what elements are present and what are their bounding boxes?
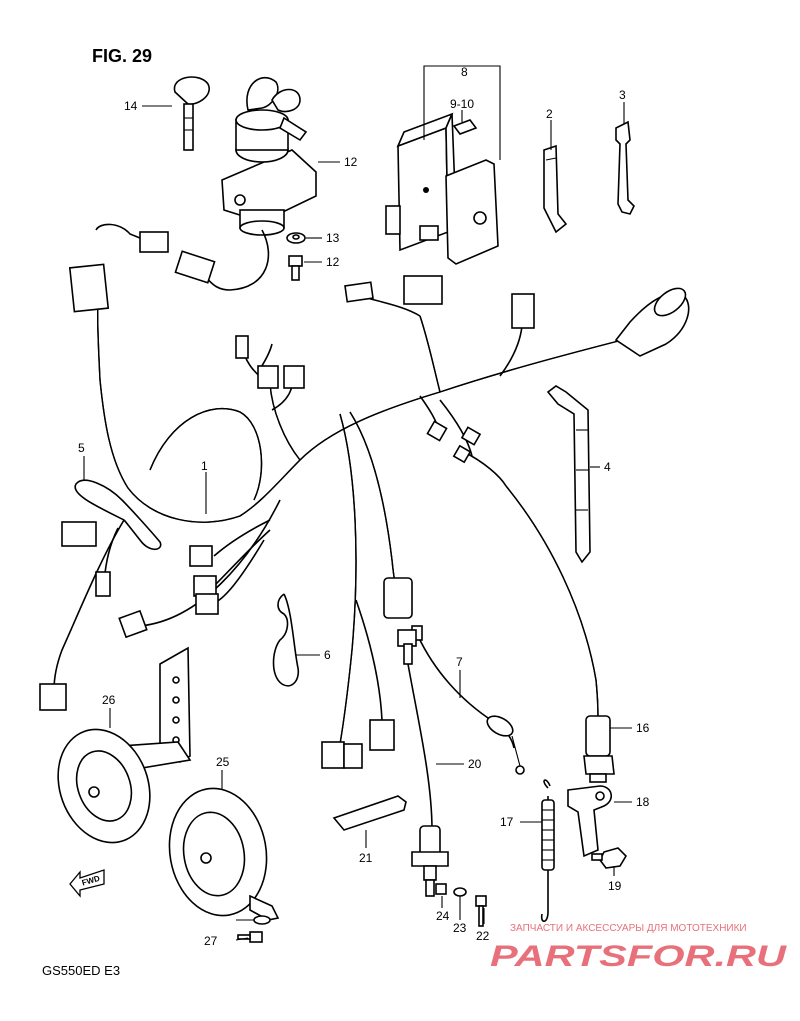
switch-lead-wire	[203, 229, 270, 291]
model-code: GS550ED E3	[42, 963, 120, 978]
clamp-part-3	[615, 120, 635, 215]
callout-24: 25	[216, 755, 230, 769]
callout-21: 22	[476, 929, 490, 943]
key-part	[173, 76, 210, 151]
callout-7: 7	[456, 655, 463, 669]
spring-part-16	[540, 779, 555, 923]
watermark: ЗАПЧАСТИ И АКСЕССУАРЫ ДЛЯ МОТОТЕХНИКИ PA…	[490, 923, 788, 973]
switch-connector	[174, 250, 216, 284]
callout-6: 6	[324, 648, 331, 662]
callout-5: 5	[78, 441, 85, 455]
callout-18: 19	[608, 879, 622, 893]
callout-3: 3	[619, 88, 626, 102]
callout-17: 18	[636, 795, 650, 809]
horn-part-24	[168, 787, 280, 921]
bracket-part-2	[543, 144, 568, 234]
callout-1: 1	[201, 459, 208, 473]
callout-12: 12	[326, 255, 340, 269]
screw-part-26	[237, 931, 263, 943]
clamp-loop-part-5	[74, 479, 162, 551]
callout-11: 12	[344, 155, 358, 169]
screw-part	[288, 255, 303, 281]
washer-part-27	[253, 915, 271, 925]
bracket-part-20	[332, 795, 407, 831]
bracket-part-17	[567, 785, 612, 858]
callout-2: 2	[546, 107, 553, 121]
figure-title: FIG. 29	[92, 46, 152, 66]
callout-4: 4	[604, 460, 611, 474]
horn-part-25	[57, 646, 192, 844]
cable-tie-part	[546, 385, 591, 564]
callout-25: 26	[102, 693, 116, 707]
wire-clip-part-6	[272, 593, 300, 687]
watermark-brand: PARTSFOR.RU	[490, 940, 788, 973]
washer-part	[286, 232, 306, 244]
callout-13: 13	[326, 231, 340, 245]
ignition-switch-part	[221, 76, 317, 236]
forward-arrow-icon: FWD	[69, 869, 105, 898]
callout-19: 20	[468, 757, 482, 771]
watermark-tagline: ЗАПЧАСТИ И АКСЕССУАРЫ ДЛЯ МОТОТЕХНИКИ	[510, 923, 747, 934]
callout-16: 17	[500, 815, 514, 829]
callout-20: 21	[359, 851, 373, 865]
callout-22: 23	[453, 921, 467, 935]
harness-connectors	[39, 223, 535, 769]
relay-unit-part	[385, 112, 499, 265]
callout-leaders	[83, 65, 632, 941]
harness-boot	[614, 287, 690, 357]
bolt-part-18	[591, 847, 628, 869]
lead-wire-part-7	[411, 625, 525, 775]
sensor-lead-part-19	[397, 629, 449, 897]
callout-23: 24	[436, 909, 450, 923]
cable-part-15	[505, 485, 615, 783]
main-wiring-harness	[53, 269, 631, 745]
callout-14: 14	[124, 99, 138, 113]
callout-9-10: 9-10	[450, 97, 474, 111]
callout-8: 8	[461, 65, 468, 79]
callout-15: 16	[636, 721, 650, 735]
callout-26: 27	[204, 934, 218, 948]
callout-labels: 14 12 13 12 8 9-10 2 3 4 5 1 6 7 16 18 1…	[78, 65, 650, 948]
